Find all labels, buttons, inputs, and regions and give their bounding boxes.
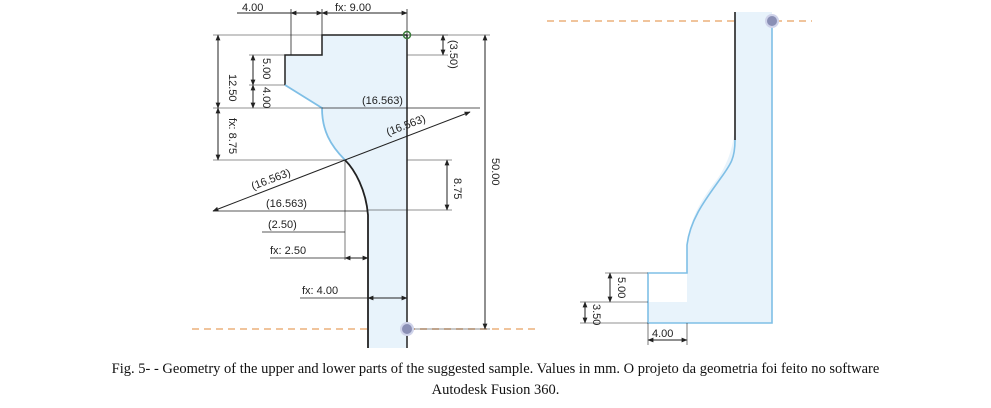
upper-part-drawing: 4.00 fx: 9.00 12.50 fx: 8.75 5.00 4.00 (… xyxy=(192,2,540,348)
dim-fx-2-50: fx: 2.50 xyxy=(270,245,306,257)
dim-lower-4-00: 4.00 xyxy=(652,328,673,340)
lower-part-drawing: 5.00 3.50 4.00 xyxy=(547,12,812,345)
lower-profile-curve xyxy=(647,21,773,324)
upper-profile-fill xyxy=(285,35,407,348)
caption-line-2: Autodesk Fusion 360. xyxy=(431,382,560,398)
dim-radius-4: (16.563) xyxy=(266,198,307,210)
dim-4-00-vert: 4.00 xyxy=(260,87,272,108)
figure-caption: Fig. 5- - Geometry of the upper and lowe… xyxy=(0,359,991,401)
dim-top-width: 4.00 xyxy=(242,2,263,14)
origin-point-icon xyxy=(765,14,779,28)
dim-fx-4-00: fx: 4.00 xyxy=(302,285,338,297)
dim-2-50-paren: (2.50) xyxy=(268,219,297,231)
dim-lower-5-00: 5.00 xyxy=(615,277,627,298)
dim-fx-9: fx: 9.00 xyxy=(335,2,371,14)
dim-lower-3-50: 3.50 xyxy=(590,304,602,325)
dim-radius-1: (16.563) xyxy=(362,95,403,107)
endpoint-marker-icon xyxy=(402,30,412,40)
dim-3-50-paren: (3.50) xyxy=(447,40,459,69)
dim-50-00: 50.00 xyxy=(489,158,501,186)
dim-8-75: 8.75 xyxy=(451,178,463,199)
lower-profile-fill xyxy=(648,12,772,323)
upper-profile-arc xyxy=(344,159,369,348)
caption-line-1: Fig. 5- - Geometry of the upper and lowe… xyxy=(111,361,880,377)
dim-fx-8-75: fx: 8.75 xyxy=(226,118,238,154)
dim-12-50: 12.50 xyxy=(226,74,238,102)
dim-5-00: 5.00 xyxy=(260,58,272,79)
origin-point-icon xyxy=(400,322,414,336)
